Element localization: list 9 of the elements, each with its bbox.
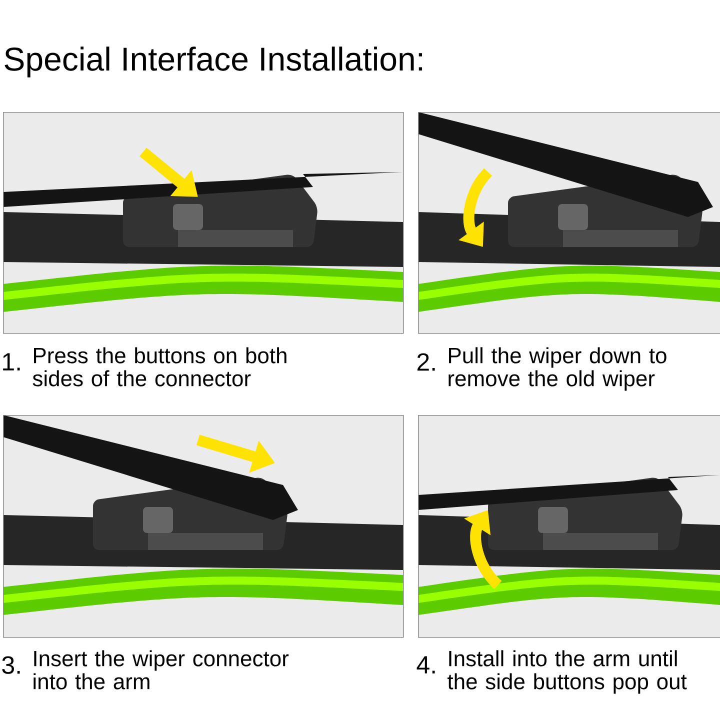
step-caption: Insert the wiper connector into the arm (34, 650, 289, 690)
step-caption: Install into the arm until the side buttons pop out (448, 650, 687, 694)
step-number: 1. (3, 353, 20, 370)
step-caption: Press the buttons on both sides of the connector (32, 347, 286, 386)
step-caption: Pull the wiper down to remove the old wiper (448, 347, 666, 391)
title: Special Interface Installation: (4, 46, 422, 78)
step-number: 3. (2, 656, 20, 674)
step-number: 2. (417, 353, 435, 371)
step-number: 4. (416, 656, 435, 674)
